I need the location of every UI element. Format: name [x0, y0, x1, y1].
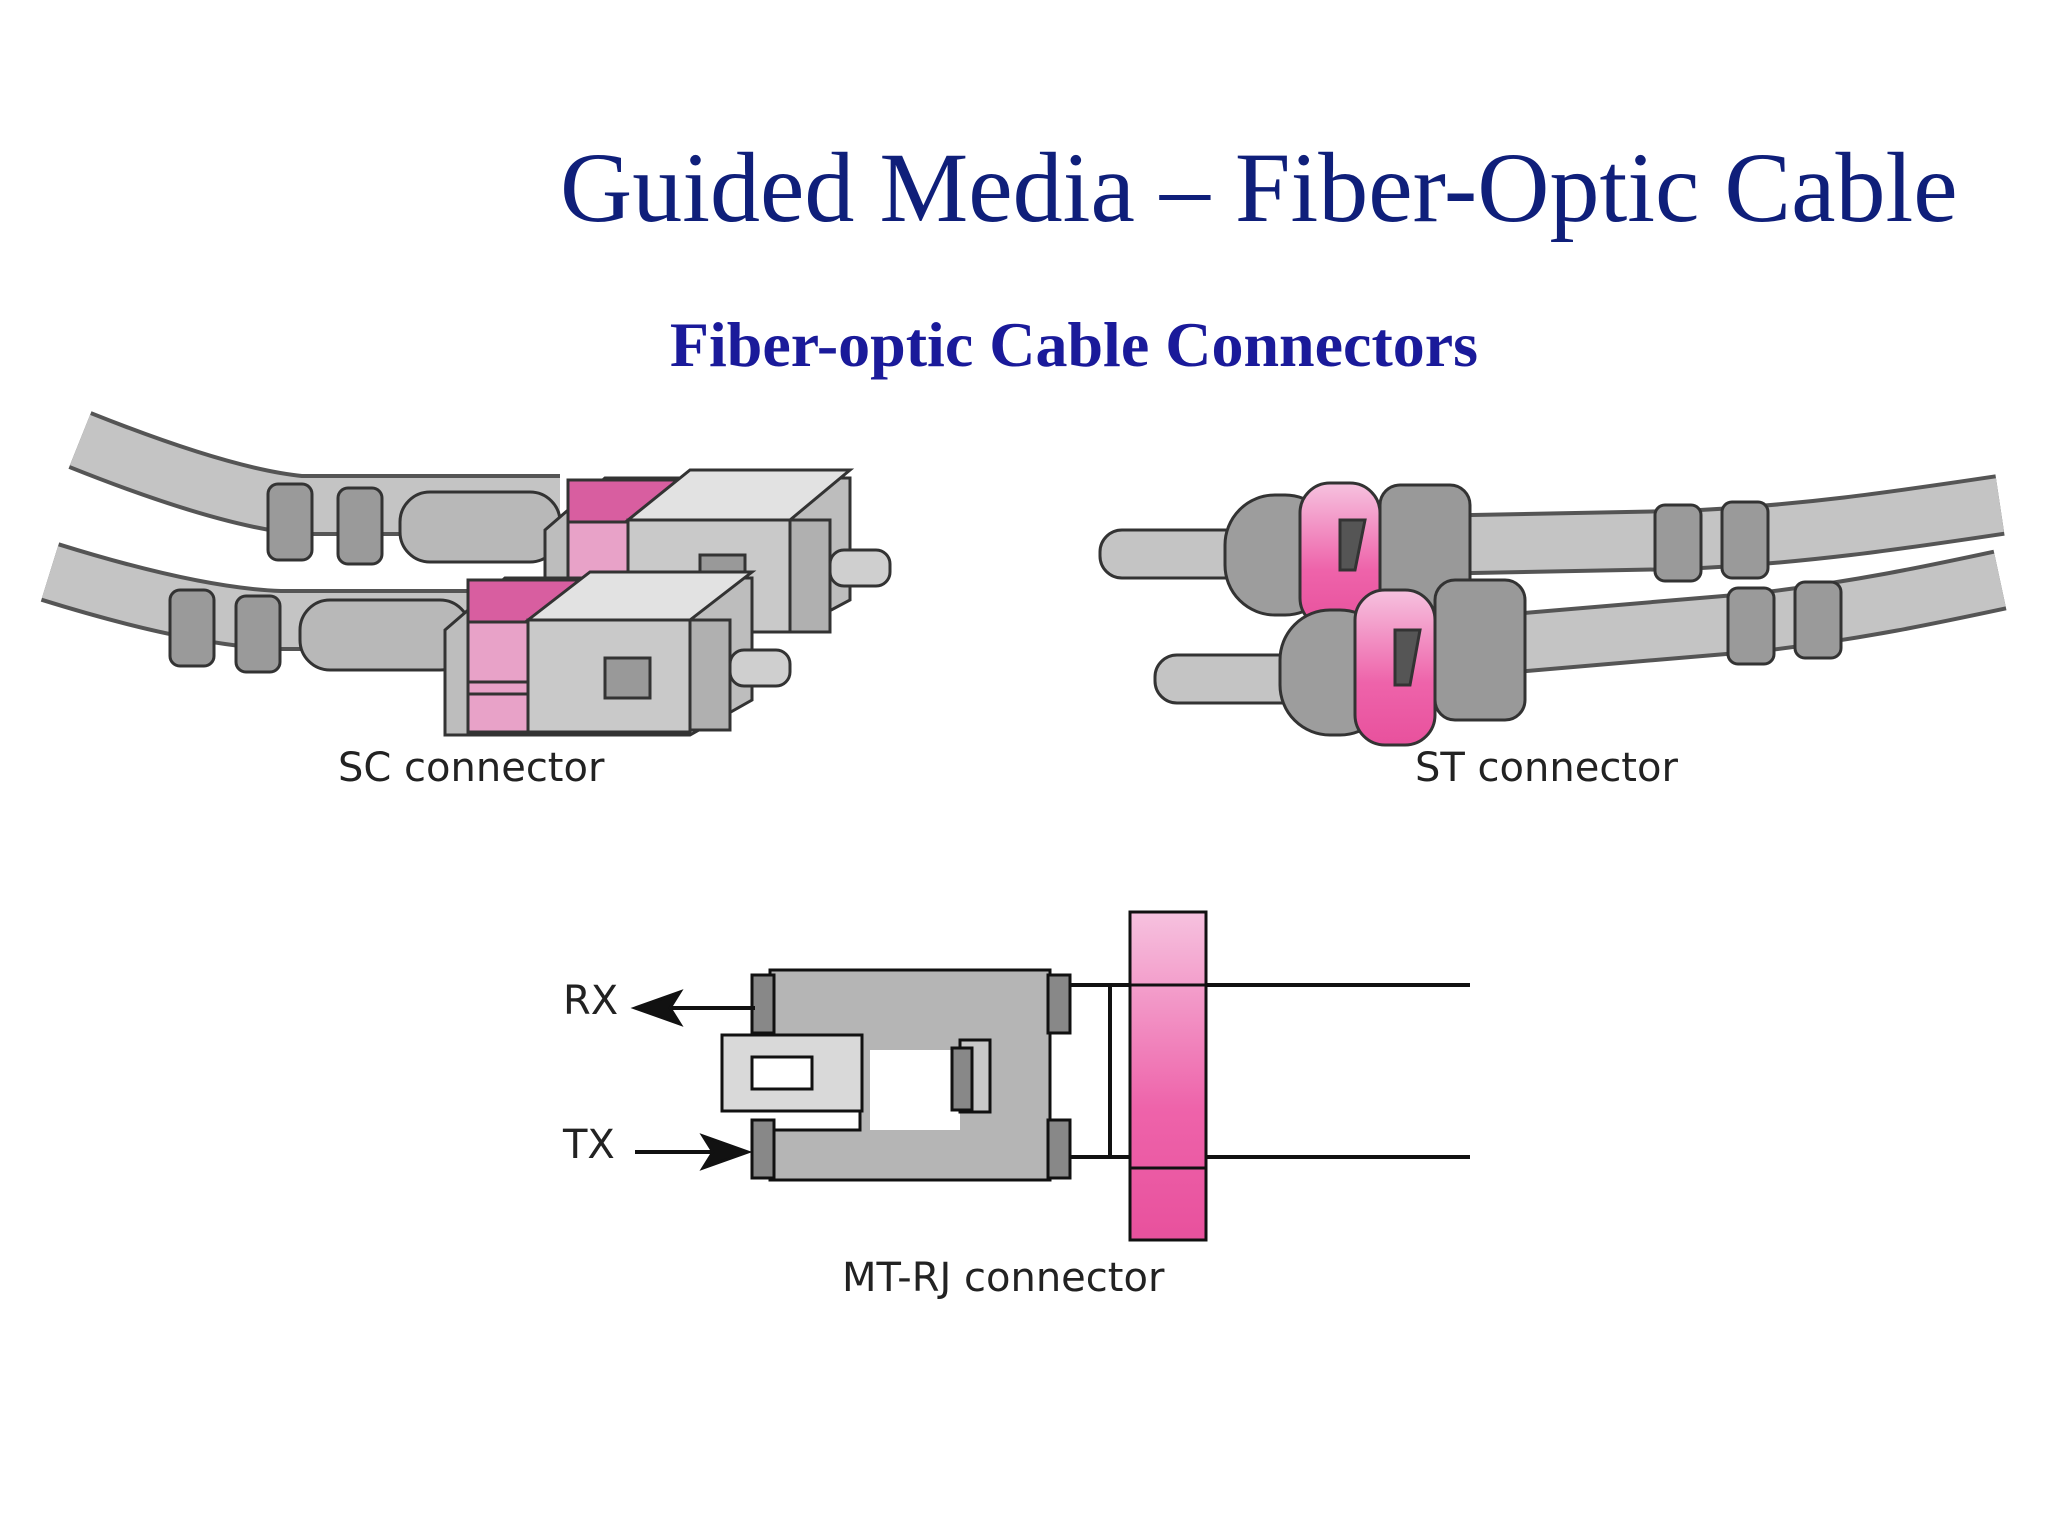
sc-connector-drawing	[40, 411, 892, 737]
mtrj-connector-drawing	[630, 910, 1470, 1242]
st-connector-drawing	[1098, 474, 2007, 747]
sc-lower-body	[443, 570, 792, 737]
st-upper-boot	[1653, 500, 1770, 583]
slide-subtitle: Fiber-optic Cable Connectors	[669, 309, 1479, 380]
mtrj-ridges	[750, 973, 1072, 1180]
st-lower-body	[1153, 578, 1527, 747]
sc-lower-boot	[168, 588, 472, 674]
st-upper-body	[1098, 481, 1472, 630]
rx-arrow	[630, 989, 755, 1027]
sc-connector-caption: SC connector	[338, 745, 605, 791]
sc-upper-boot	[266, 482, 562, 566]
tx-arrow	[635, 1133, 753, 1171]
slide-title: Guided Media – Fiber-Optic Cable	[560, 132, 1958, 243]
st-connector-caption: ST connector	[1415, 745, 1678, 791]
st-lower-boot	[1726, 580, 1843, 666]
mtrj-connector-caption: MT-RJ connector	[842, 1255, 1165, 1301]
tx-label: TX	[563, 1122, 615, 1168]
rx-label: RX	[563, 978, 619, 1024]
